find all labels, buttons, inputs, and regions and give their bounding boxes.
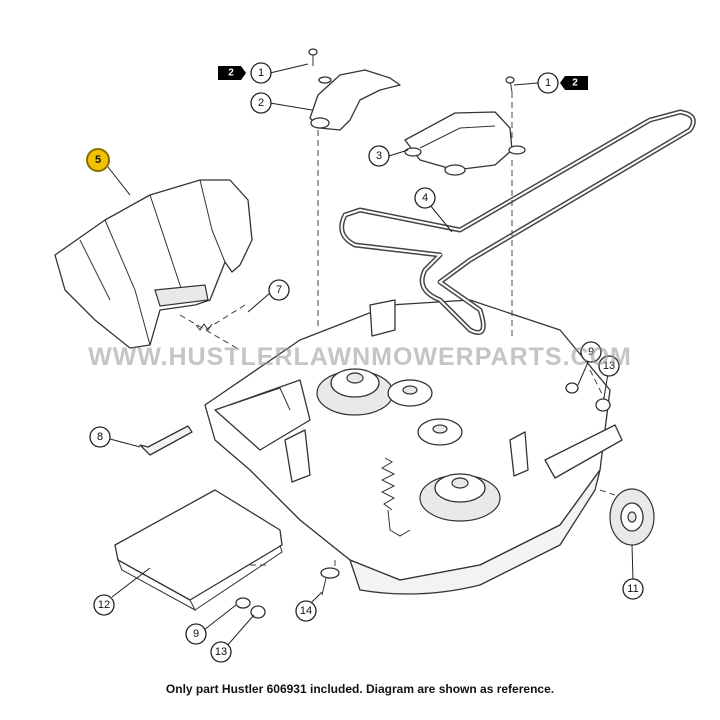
svg-text:7: 7 xyxy=(276,284,282,296)
svg-text:13: 13 xyxy=(215,646,227,658)
rod-part-8 xyxy=(139,425,193,456)
callout-1-top-left: 1 xyxy=(250,62,272,84)
mower-deck xyxy=(204,299,623,595)
small-spring xyxy=(195,323,213,331)
callout-4: 4 xyxy=(414,187,436,209)
svg-text:2: 2 xyxy=(258,97,264,109)
svg-text:3: 3 xyxy=(376,150,382,162)
callout-7: 7 xyxy=(268,279,290,301)
pulley-idler-2 xyxy=(417,418,463,446)
reference-tag-left: 2 xyxy=(218,66,246,80)
callout-12: 12 xyxy=(93,594,115,616)
svg-text:14: 14 xyxy=(300,605,312,617)
svg-text:9: 9 xyxy=(588,346,594,358)
svg-text:1: 1 xyxy=(258,67,264,79)
callout-14: 14 xyxy=(295,600,317,622)
callout-9-lower: 9 xyxy=(185,623,207,645)
svg-text:8: 8 xyxy=(97,431,103,443)
callout-13-right: 13 xyxy=(598,355,620,377)
callout-1-top-right: 1 xyxy=(537,72,559,94)
callout-11: 11 xyxy=(622,578,644,600)
watermark-text: WWW.HUSTLERLAWNMOWERPARTS.COM xyxy=(88,343,632,371)
assembly-lines xyxy=(179,92,616,575)
pulley-left xyxy=(316,368,394,416)
belt-shield-part-5 xyxy=(54,179,253,349)
pulley-idler-1 xyxy=(387,379,433,407)
bolt-part-14 xyxy=(320,567,340,596)
svg-text:11: 11 xyxy=(627,583,638,595)
tension-spring xyxy=(380,457,411,537)
reference-tag-right: 2 xyxy=(560,76,588,90)
pulley-right xyxy=(419,473,501,522)
callout-3: 3 xyxy=(368,145,390,167)
wheel-part-11 xyxy=(609,488,655,546)
plate-part-12 xyxy=(114,489,283,612)
svg-text:13: 13 xyxy=(603,360,615,372)
svg-text:2: 2 xyxy=(572,78,578,89)
nut-right xyxy=(565,382,611,412)
screw-part-1-left xyxy=(308,48,318,66)
callout-9-right: 9 xyxy=(580,341,602,363)
spindle-cover-part-3 xyxy=(404,111,526,176)
callout-2: 2 xyxy=(250,92,272,114)
callout-8: 8 xyxy=(89,426,111,448)
svg-text:1: 1 xyxy=(545,77,551,89)
svg-text:2: 2 xyxy=(228,68,234,79)
callout-5-highlighted: 5 xyxy=(86,148,110,172)
svg-text:5: 5 xyxy=(95,154,101,166)
svg-text:9: 9 xyxy=(193,628,199,640)
diagram-caption: Only part Hustler 606931 included. Diagr… xyxy=(165,682,555,696)
nut-lower xyxy=(235,597,266,619)
callout-13-lower: 13 xyxy=(210,641,232,663)
svg-text:12: 12 xyxy=(98,599,110,611)
pulley-cover-part-2 xyxy=(309,69,401,131)
screw-part-1-right xyxy=(505,76,515,93)
svg-text:4: 4 xyxy=(422,192,428,204)
drive-belt xyxy=(339,109,696,335)
